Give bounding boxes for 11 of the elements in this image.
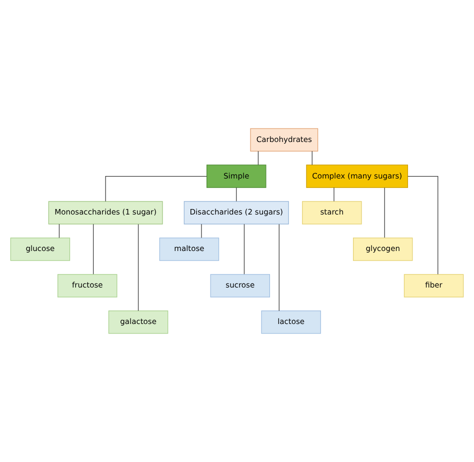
connector [407,176,438,275]
connector [384,187,385,238]
connector [201,224,202,238]
connector [93,224,94,274]
connector [258,150,259,166]
connector [105,176,207,202]
connector [138,224,139,312]
connector [244,224,245,274]
connector [278,224,280,312]
connector [58,224,60,238]
connector [236,187,237,202]
